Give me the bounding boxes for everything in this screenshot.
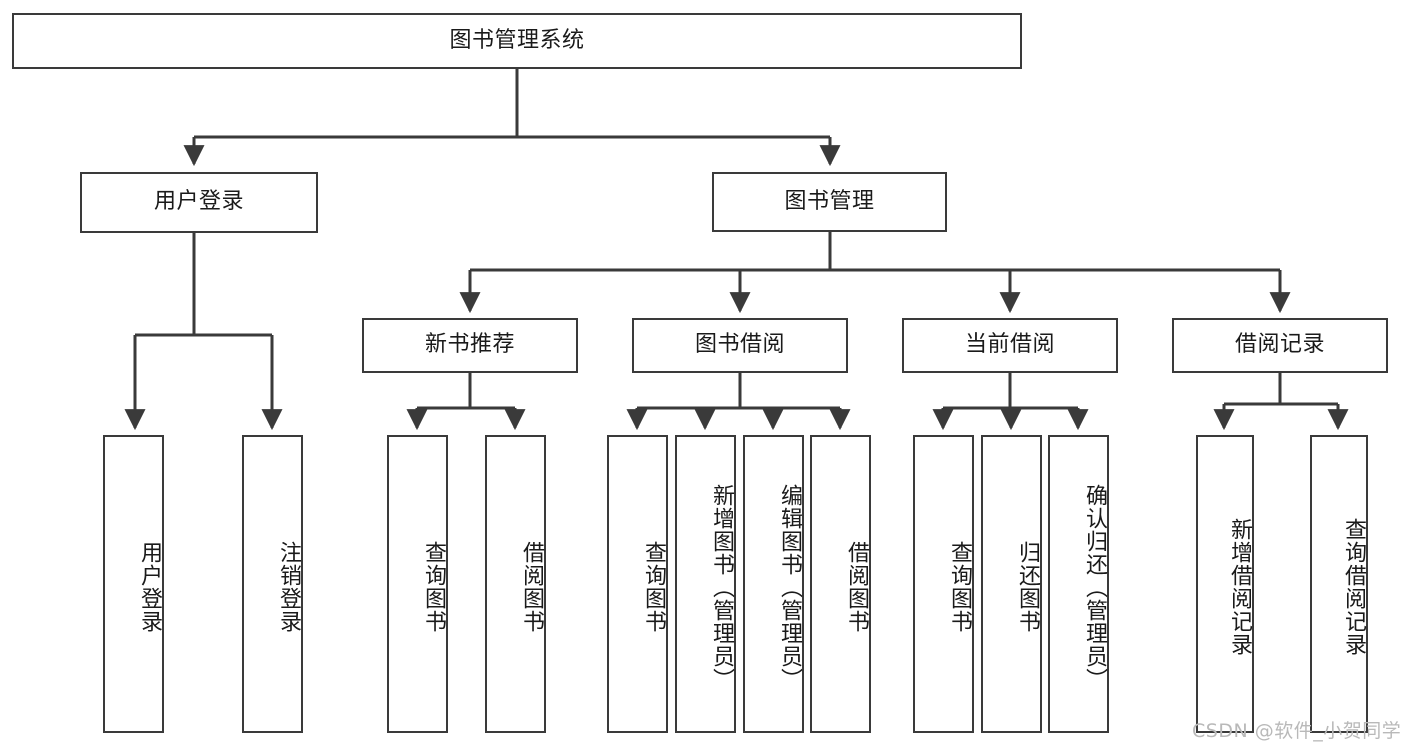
csdn-watermark: CSDN @软件_小贺同学 — [1192, 720, 1402, 742]
leaf-label: 查询图书 — [947, 541, 972, 633]
node-book-borrow[interactable]: 图书借阅 — [632, 318, 848, 373]
node-book-management-label: 图书管理 — [784, 188, 875, 214]
node-current-borrow[interactable]: 当前借阅 — [902, 318, 1118, 373]
leaf-label: 确认归还（管理员） — [1082, 483, 1107, 691]
leaf-add-book-admin[interactable]: 新增图书（管理员） — [675, 435, 736, 733]
leaf-borrow-book[interactable]: 借阅图书 — [810, 435, 871, 733]
node-new-book-recommend-label: 新书推荐 — [424, 332, 515, 358]
leaf-label: 借阅图书 — [844, 541, 869, 633]
leaf-label: 用户登录 — [137, 541, 162, 633]
node-user-login[interactable]: 用户登录 — [80, 172, 318, 233]
leaf-label: 查询图书 — [641, 541, 666, 633]
leaf-label: 借阅图书 — [519, 541, 544, 633]
leaf-add-borrow-record[interactable]: 新增借阅记录 — [1196, 435, 1254, 733]
node-user-login-label: 用户登录 — [153, 189, 244, 215]
leaf-label: 查询借阅记录 — [1341, 518, 1366, 656]
leaf-label: 注销登录 — [276, 541, 301, 633]
leaf-label: 编辑图书（管理员） — [777, 483, 802, 691]
leaf-confirm-return-admin[interactable]: 确认归还（管理员） — [1048, 435, 1109, 733]
node-new-book-recommend[interactable]: 新书推荐 — [362, 318, 578, 373]
leaf-query-book-borrow[interactable]: 查询图书 — [607, 435, 668, 733]
leaf-query-borrow-record[interactable]: 查询借阅记录 — [1310, 435, 1368, 733]
node-borrow-record-label: 借阅记录 — [1234, 332, 1325, 358]
leaf-query-book-recommend[interactable]: 查询图书 — [387, 435, 448, 733]
leaf-label: 新增借阅记录 — [1227, 518, 1252, 656]
node-root-label: 图书管理系统 — [449, 27, 585, 53]
node-book-management[interactable]: 图书管理 — [712, 172, 947, 232]
leaf-logout[interactable]: 注销登录 — [242, 435, 303, 733]
leaf-return-book[interactable]: 归还图书 — [981, 435, 1042, 733]
leaf-query-book-current[interactable]: 查询图书 — [913, 435, 974, 733]
leaf-label: 新增图书（管理员） — [709, 483, 734, 691]
leaf-label: 查询图书 — [421, 541, 446, 633]
node-current-borrow-label: 当前借阅 — [964, 332, 1055, 358]
node-book-borrow-label: 图书借阅 — [694, 332, 785, 358]
leaf-user-login[interactable]: 用户登录 — [103, 435, 164, 733]
node-borrow-record[interactable]: 借阅记录 — [1172, 318, 1388, 373]
leaf-label: 归还图书 — [1015, 541, 1040, 633]
node-root[interactable]: 图书管理系统 — [12, 13, 1022, 69]
leaf-borrow-book-recommend[interactable]: 借阅图书 — [485, 435, 546, 733]
leaf-edit-book-admin[interactable]: 编辑图书（管理员） — [743, 435, 804, 733]
